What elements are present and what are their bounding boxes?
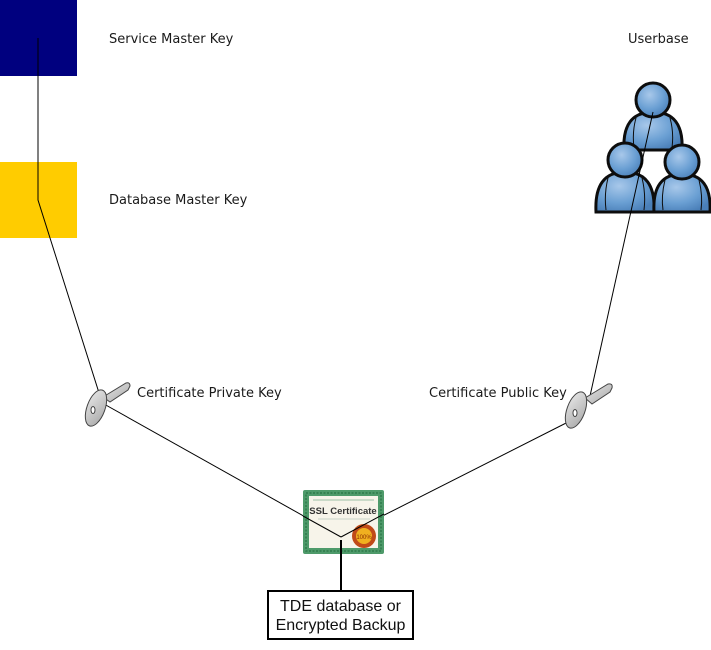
- tde-line-1: TDE database or: [280, 598, 401, 615]
- user-bottom-right-icon: [652, 143, 711, 214]
- service-master-key-label: Service Master Key: [109, 32, 234, 47]
- edge-private-key-certificate: [103, 403, 342, 538]
- private-key-icon: [84, 382, 131, 427]
- certificate-private-key-label: Certificate Private Key: [137, 386, 282, 401]
- certificate-public-key-label: Certificate Public Key: [429, 386, 567, 401]
- ssl-certificate-icon: SSL Certificate 100%: [303, 490, 384, 554]
- tde-line-2: Encrypted Backup: [275, 617, 406, 634]
- tde-database-box: TDE database or Encrypted Backup: [267, 590, 414, 640]
- database-master-key-label: Database Master Key: [109, 193, 248, 208]
- public-key-icon: [564, 383, 613, 429]
- user-bottom-left-icon: [594, 141, 656, 214]
- user-top-icon: [622, 81, 684, 152]
- edge-smk-dmk-private: [37, 38, 101, 397]
- ssl-certificate-title: SSL Certificate: [309, 506, 376, 517]
- ssl-certificate-seal: 100%: [356, 535, 372, 541]
- edge-userbase-public-key: [589, 111, 654, 397]
- connectors: [37, 38, 654, 538]
- userbase-label: Userbase: [628, 32, 689, 47]
- users-icon: [594, 81, 711, 214]
